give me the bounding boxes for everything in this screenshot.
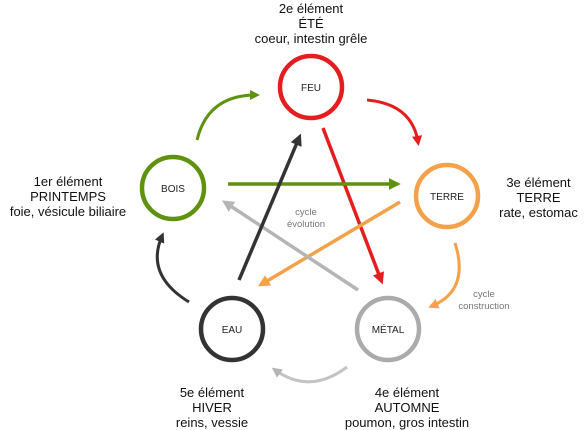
curve-metal-to-eau <box>271 365 348 384</box>
metal-caption: 4e élément AUTOMNE poumon, gros intestin <box>322 385 492 430</box>
terre-circle <box>413 162 481 230</box>
metal-caption-line3: poumon, gros intestin <box>344 415 470 430</box>
feu-label: FEU <box>301 83 321 94</box>
terre-label: TERRE <box>430 192 464 203</box>
curve-bois-to-feu <box>195 89 261 141</box>
metal-caption-line2: AUTOMNE <box>374 400 440 415</box>
curve-eau-to-bois <box>154 232 190 304</box>
metal-caption-line1: 4e élément <box>374 385 440 400</box>
bois-caption-line2: PRINTEMPS <box>30 189 106 204</box>
terre-caption: 3e élément TERRE rate, estomac <box>490 175 587 220</box>
terre-caption-line2: TERRE <box>516 190 561 205</box>
curve-feu-to-terre <box>366 98 423 147</box>
curve-terre-to-metal <box>428 242 461 309</box>
eau-caption: 5e élément HIVER reins, vessie <box>152 385 272 430</box>
feu-caption-line1: 2e élément <box>278 1 344 16</box>
eau-circle <box>198 295 266 363</box>
bois-label: BOIS <box>161 184 185 195</box>
bois-caption: 1er élément PRINTEMPS foie, vésicule bil… <box>0 174 136 219</box>
terre-caption-line1: 3e élément <box>506 175 571 190</box>
cycle-construction-line1: cycle <box>473 289 495 300</box>
cycle-evolution-line1: cycle <box>295 207 317 218</box>
eau-caption-line1: 5e élément <box>179 385 245 400</box>
metal-label: MÉTAL <box>372 323 405 336</box>
arrow-feu-to-metal <box>321 127 385 285</box>
metal-circle <box>354 295 422 363</box>
feu-caption-line2: ÉTÉ <box>298 16 324 31</box>
arrow-terre-to-eau <box>257 200 401 287</box>
arrow-metal-to-bois <box>222 200 359 292</box>
cycle-construction-line2: construction <box>458 301 509 312</box>
bois-circle <box>139 154 207 222</box>
eau-label: EAU <box>222 325 243 336</box>
eau-caption-line2: HIVER <box>192 400 232 415</box>
arrow-eau-to-feu <box>237 133 302 281</box>
bois-caption-line1: 1er élément <box>33 174 103 189</box>
cycle-evolution-line2: évolution <box>287 219 325 230</box>
eau-caption-line3: reins, vessie <box>175 415 249 430</box>
feu-caption: 2e élément ÉTÉ coeur, intestin grêle <box>231 1 391 46</box>
feu-caption-line3: coeur, intestin grêle <box>254 31 368 46</box>
feu-circle <box>277 53 345 121</box>
terre-caption-line3: rate, estomac <box>499 205 578 220</box>
bois-caption-line3: foie, vésicule biliaire <box>9 204 127 219</box>
